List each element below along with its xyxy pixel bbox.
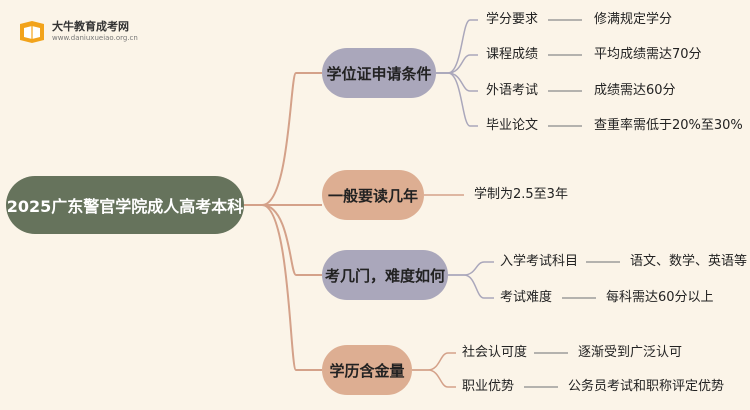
leaf-value: 逐渐受到广泛认可: [578, 345, 683, 360]
leaf-value: 查重率需低于20%至30%: [594, 118, 743, 133]
connector-root-branch3: [244, 204, 322, 276]
connector-root-branch1: [244, 72, 322, 206]
leaf-value: 语文、数学、英语等: [630, 254, 748, 269]
leaf-key: 毕业论文: [486, 118, 539, 133]
branch-exam-subjects: 考几门，难度如何: [322, 250, 448, 300]
leaf-value: 公务员考试和职称评定优势: [568, 379, 725, 394]
leaf-key: 课程成绩: [486, 47, 539, 62]
leaf-value: 成绩需达60分: [594, 83, 676, 98]
leaf-value: 平均成绩需达70分: [594, 47, 702, 62]
branch-degree-conditions: 学位证申请条件: [322, 48, 436, 98]
leaf-key: 外语考试: [486, 83, 539, 98]
leaf-value: 修满规定学分: [594, 12, 673, 27]
book-badge-icon: [20, 21, 44, 43]
root-node: 2025广东警官学院成人高考本科: [6, 176, 244, 234]
leaf-key: 考试难度: [500, 290, 553, 305]
site-logo: 大牛教育成考网 www.daniuxueiao.org.cn: [18, 16, 138, 50]
leaf-value: 学制为2.5至3年: [474, 187, 568, 202]
branch-degree-value: 学历含金量: [322, 345, 412, 395]
connector-root-branch4: [244, 204, 322, 371]
leaf-value: 每科需达60分以上: [606, 290, 714, 305]
logo-url: www.daniuxueiao.org.cn: [52, 34, 138, 42]
leaf-key: 社会认可度: [462, 345, 528, 360]
branch-study-years: 一般要读几年: [322, 170, 424, 220]
leaf-key: 入学考试科目: [500, 254, 579, 269]
leaf-key: 职业优势: [462, 379, 515, 394]
leaf-key: 学分要求: [486, 12, 539, 27]
logo-name: 大牛教育成考网: [52, 20, 129, 33]
